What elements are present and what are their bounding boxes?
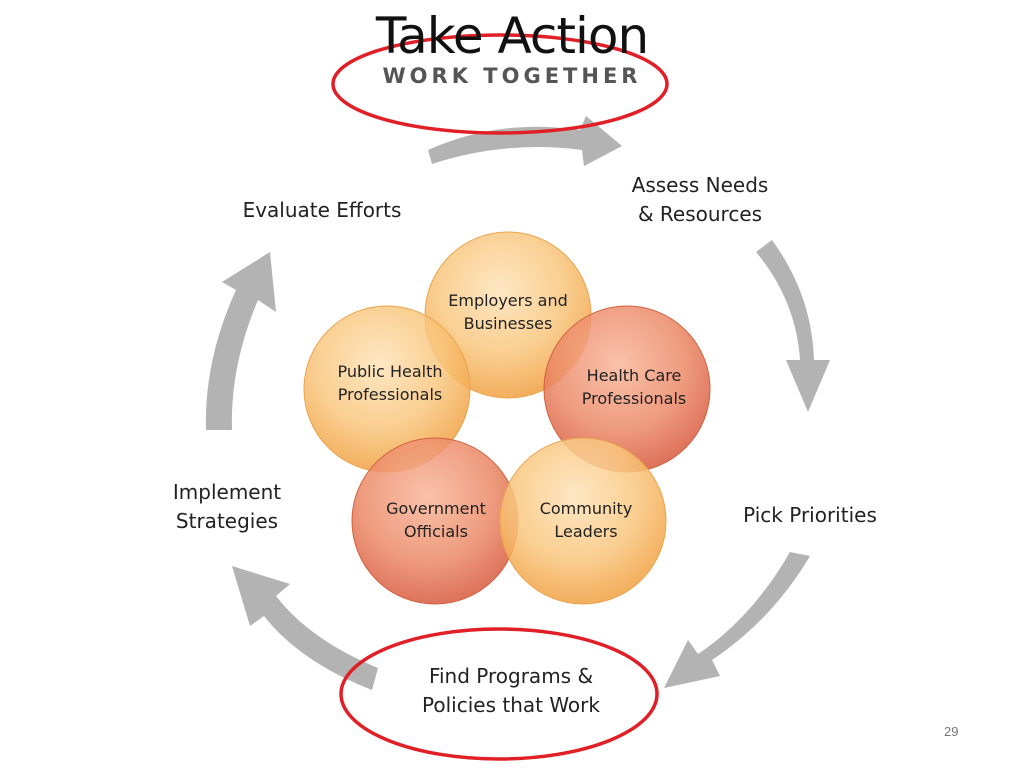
step-pick-priorities: Pick Priorities: [743, 503, 877, 527]
step-find-programs: Find Programs & Policies that Work: [422, 664, 600, 717]
step-implement-strategies: Implement Strategies: [172, 480, 282, 533]
arrow-left: [205, 252, 276, 430]
highlight-ring-find-programs: [339, 627, 659, 761]
highlight-ring-work-together: [331, 33, 669, 135]
label-public-health: Public Health Professionals: [337, 362, 443, 404]
cycle-arrows: [205, 116, 830, 690]
arrow-bottom-left: [232, 566, 378, 690]
arrow-bottom-right: [664, 552, 810, 688]
diagram-subtitle: WORK TOGETHER: [382, 64, 642, 88]
label-government: Government Officials: [386, 499, 486, 541]
label-health-care: Health Care Professionals: [581, 366, 687, 408]
step-assess-needs: Assess Needs & Resources: [631, 173, 769, 226]
label-community: Community Leaders: [539, 499, 633, 541]
label-employers: Employers and Businesses: [448, 291, 568, 333]
arrow-right: [756, 240, 830, 412]
partner-circles: [303, 231, 711, 605]
page-number: 29: [944, 724, 959, 739]
circle-community: [499, 437, 667, 605]
arrow-top: [428, 116, 622, 166]
step-evaluate-efforts: Evaluate Efforts: [242, 198, 402, 222]
diagram-title: Take Action: [375, 7, 649, 65]
